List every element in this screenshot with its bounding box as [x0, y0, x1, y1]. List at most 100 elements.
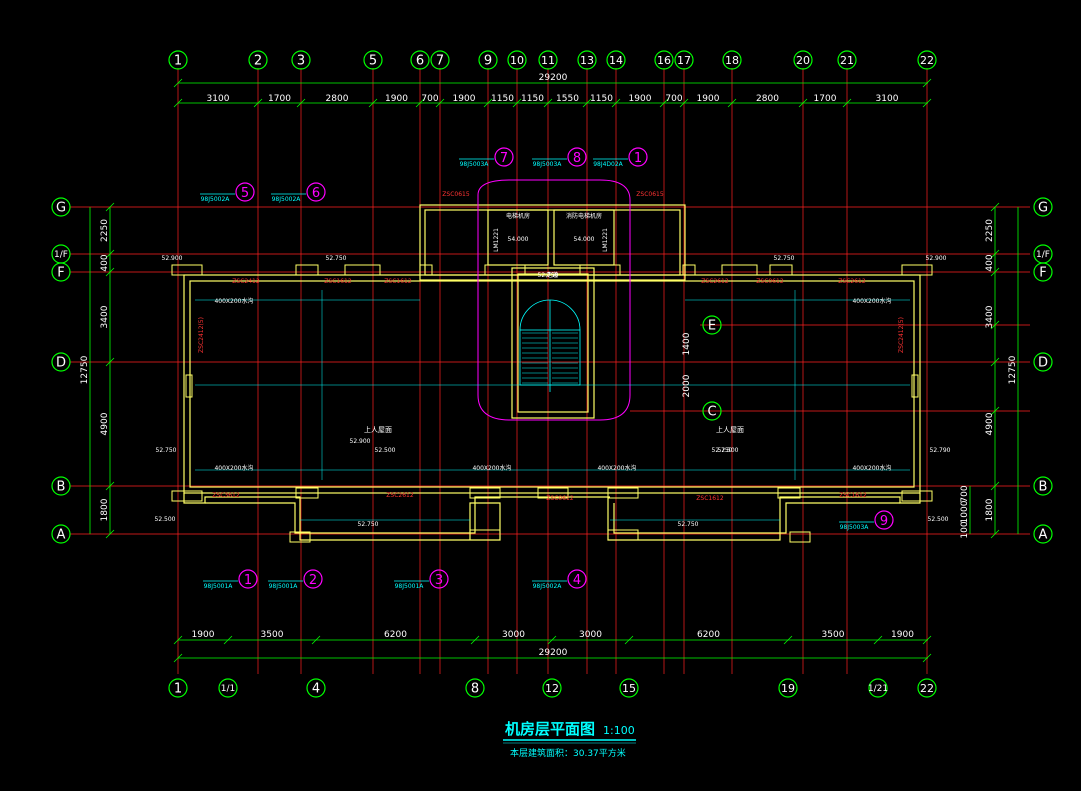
elevator-outline — [477, 179, 631, 421]
corridor-label: 走道 — [546, 271, 558, 279]
grid-bubble-left: D — [51, 352, 71, 372]
dimension-tick — [990, 249, 1000, 259]
callout-number: 6 — [312, 186, 320, 201]
window — [607, 529, 639, 541]
window — [185, 374, 193, 398]
dimension-tick — [173, 635, 183, 645]
grid-bubble-top: 3 — [291, 50, 311, 70]
grid-bubble-left: 1/F — [51, 244, 71, 264]
left-total-dimension: 12750 — [80, 355, 90, 384]
dimension-tick — [922, 98, 932, 108]
elevator-room-label: 电梯机房 — [506, 212, 530, 220]
area-note: 本层建筑面积：30.37平方米 — [510, 747, 626, 759]
grid-bubble-right: B — [1033, 476, 1053, 496]
bottom-segment-dimension: 1900 — [891, 630, 914, 640]
left-segment-dimension: 400 — [100, 254, 110, 271]
callout-code: 98J5001A — [204, 583, 234, 590]
grid-bubble-left: G — [51, 197, 71, 217]
grid-bubble-bottom-label: 4 — [312, 682, 320, 697]
window — [537, 487, 569, 499]
dimension-tick — [368, 98, 378, 108]
dimension-tick — [173, 98, 183, 108]
grid-bubble-bottom-label: 1 — [174, 682, 182, 697]
grid-bubble-top: 5 — [363, 50, 383, 70]
window — [469, 529, 501, 541]
axis-lines — [70, 68, 1030, 674]
beam-note: 400X200水沟 — [852, 297, 891, 305]
top-segment-dimension: 1700 — [814, 94, 837, 104]
grid-bubble-top: 1 — [168, 50, 188, 70]
beam-note: 400X200水沟 — [852, 464, 891, 472]
grid-bubble-left: F — [51, 262, 71, 282]
top-segment-dimension: 3100 — [876, 94, 899, 104]
callout-number: 7 — [500, 151, 508, 166]
level-mark: 52.750 — [774, 255, 795, 262]
grid-bubble-top-label: 1 — [174, 54, 182, 69]
dimension-tick — [105, 249, 115, 259]
dimension-tick — [990, 202, 1000, 212]
grid-bubble-right: F — [1033, 262, 1053, 282]
callout-number: 1 — [634, 151, 642, 166]
window — [295, 487, 319, 499]
dimension-tick — [173, 653, 183, 663]
callout-number: 3 — [435, 573, 443, 588]
bottom-segment-dimension: 1900 — [192, 630, 215, 640]
left-segment-dimension: 3400 — [100, 305, 110, 328]
callout-number: 9 — [880, 514, 888, 529]
dimension-tick — [547, 635, 557, 645]
window — [607, 487, 639, 499]
top-segment-dimension: 2800 — [326, 94, 349, 104]
right-inner-dimension: 1000 — [960, 500, 970, 523]
grid-bubble-top: 7 — [430, 50, 450, 70]
window — [911, 374, 919, 398]
grid-bubble-bottom: 12 — [542, 678, 562, 698]
elevator-level: 54.000 — [508, 236, 529, 243]
grid-bubble-top: 16 — [654, 50, 674, 70]
grid-bubble-bottom: 15 — [619, 678, 639, 698]
right-segment-dimension: 4900 — [985, 412, 995, 435]
dimension-tick — [990, 357, 1000, 367]
grid-bubble-bottom-label: 19 — [781, 682, 795, 695]
grid-bubble-left-label: A — [57, 528, 66, 543]
grid-bubble-bottom: 1/21 — [868, 678, 888, 698]
window — [484, 264, 526, 276]
window — [682, 264, 696, 276]
callout-number: 4 — [573, 573, 581, 588]
grid-bubble-bottom-label: 12 — [545, 682, 559, 695]
window-tag: ZSC1612 — [696, 495, 724, 502]
grid-bubble-top-label: 5 — [369, 54, 377, 69]
grid-bubble-bottom-label: 1/1 — [221, 684, 235, 694]
grid-bubble-right: E — [702, 315, 722, 335]
level-mark: 52.750 — [678, 521, 699, 528]
dimension-tick — [922, 653, 932, 663]
grid-bubble-right: C — [702, 401, 722, 421]
right-segment-dimension: 3400 — [985, 305, 995, 328]
beam-note: 400X200水沟 — [597, 464, 636, 472]
grid-bubble-top-label: 9 — [484, 54, 492, 69]
window — [171, 490, 203, 502]
grid-bubble-top: 22 — [917, 50, 937, 70]
grid-bubble-right-label: A — [1039, 528, 1048, 543]
window-tag: ZSC0612 — [756, 278, 784, 285]
window — [721, 264, 758, 276]
grid-bubble-right-label: E — [708, 319, 716, 334]
level-mark: 52.750 — [326, 255, 347, 262]
fire-elevator-level: 54.000 — [574, 236, 595, 243]
window-tag-right: ZSC2412(5) — [898, 317, 905, 353]
dimension-tick — [922, 78, 932, 88]
top-segment-dimension: 700 — [421, 94, 438, 104]
grid-bubble-right: A — [1033, 524, 1053, 544]
callout-code: 98J5001A — [395, 583, 425, 590]
grid-bubble-top: 2 — [248, 50, 268, 70]
grid-bubble-top: 21 — [837, 50, 857, 70]
dimension-tick — [783, 635, 793, 645]
window-tag-left: ZSC2412(5) — [198, 317, 205, 353]
grid-bubble-right-label: G — [1038, 201, 1048, 216]
